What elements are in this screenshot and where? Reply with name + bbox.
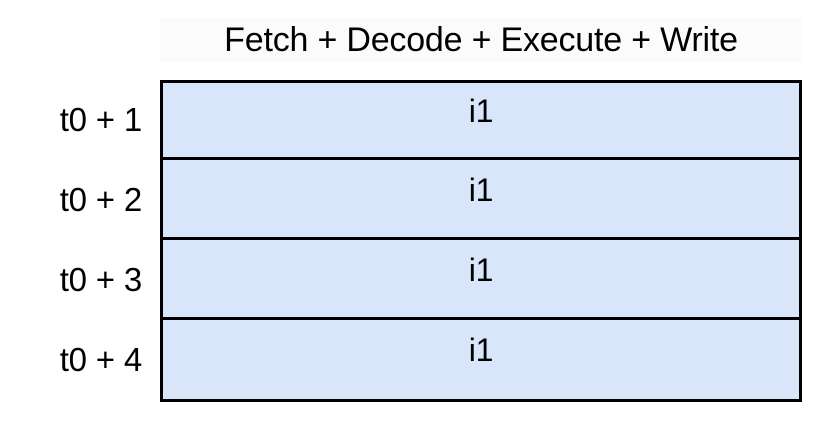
pipeline-table: i1 i1 i1 i1	[160, 80, 802, 402]
table-row: i1	[163, 317, 799, 399]
pipeline-cell-text: i1	[468, 252, 494, 288]
table-row: i1	[163, 157, 799, 237]
row-label-t0-plus-1: t0 + 1	[0, 80, 148, 160]
row-label-t0-plus-4: t0 + 4	[0, 320, 148, 400]
pipeline-cell-instruction: i1	[163, 320, 799, 368]
table-row: i1	[163, 83, 799, 157]
row-label-text: t0 + 2	[59, 181, 142, 218]
pipeline-cell-text: i1	[468, 332, 494, 368]
row-label-column: t0 + 1 t0 + 2 t0 + 3 t0 + 4	[0, 80, 154, 402]
pipeline-cell-instruction: i1	[163, 83, 799, 129]
pipeline-cell-text: i1	[468, 172, 494, 208]
row-label-text: t0 + 1	[59, 101, 142, 138]
table-row: i1	[163, 237, 799, 317]
pipeline-cell-instruction: i1	[163, 160, 799, 208]
row-label-t0-plus-3: t0 + 3	[0, 240, 148, 320]
row-label-t0-plus-2: t0 + 2	[0, 160, 148, 240]
row-label-text: t0 + 4	[59, 341, 142, 378]
pipeline-cell-text: i1	[468, 93, 494, 129]
column-header-stage: Fetch + Decode + Execute + Write	[160, 18, 802, 62]
row-label-text: t0 + 3	[59, 261, 142, 298]
column-header-label: Fetch + Decode + Execute + Write	[224, 21, 738, 59]
pipeline-cell-instruction: i1	[163, 240, 799, 288]
